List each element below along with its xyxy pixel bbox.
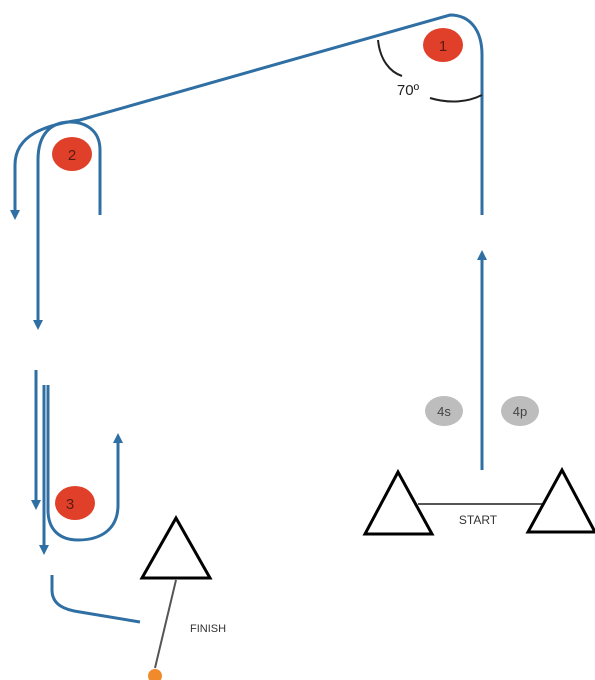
marker-4s-label: 4s	[437, 404, 451, 419]
marker-4p	[501, 396, 539, 426]
barrel-1-label: 1	[439, 38, 447, 55]
barrel-3-label: 3	[66, 496, 74, 513]
route-path-barrel-3	[46, 385, 123, 542]
marker-4p-label: 4p	[513, 404, 527, 419]
barrel-2	[52, 137, 92, 171]
finish-cone	[139, 514, 213, 580]
start-cone-left	[362, 468, 435, 536]
angle-arc	[377, 39, 403, 77]
finish-label: FINISH	[190, 623, 226, 635]
route-path-inner	[33, 120, 102, 330]
start-cone-right	[525, 466, 595, 534]
angle-arc-right	[429, 94, 483, 103]
finish-curve	[50, 575, 141, 624]
finish-line	[154, 579, 177, 669]
finish-dot	[148, 669, 162, 680]
angle-label: 70º	[397, 82, 420, 99]
route-path-outer	[10, 13, 484, 220]
barrel-3	[55, 486, 95, 520]
barrel-1	[423, 28, 463, 62]
start-label: START	[459, 513, 498, 527]
marker-4s	[425, 396, 463, 426]
barrel-2-label: 2	[68, 147, 76, 164]
